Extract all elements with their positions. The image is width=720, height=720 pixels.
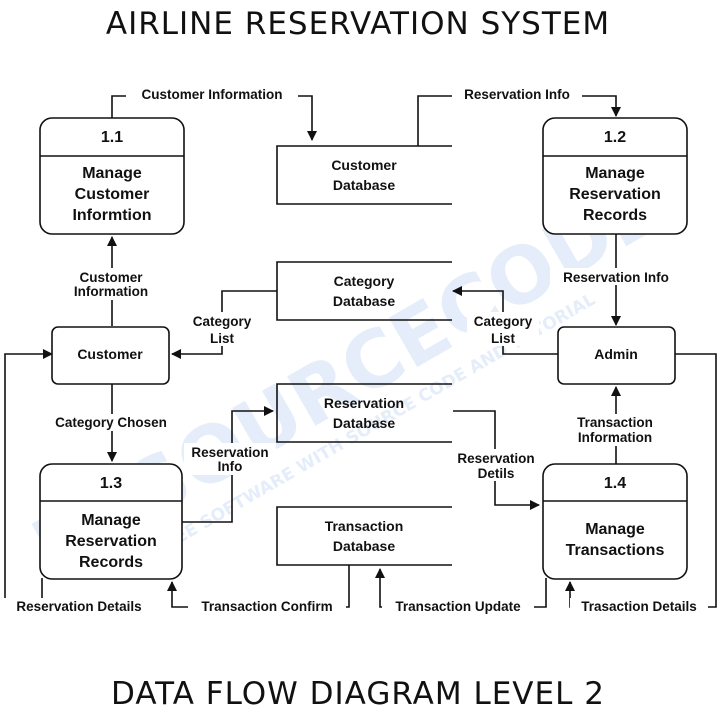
svg-text:Transaction: Transaction — [577, 415, 653, 430]
flow-label-customer-information-left: Customer Information — [64, 268, 160, 300]
svg-text:Category: Category — [474, 314, 533, 329]
data-store-label: Reservation — [324, 395, 404, 411]
entity-customer: Customer — [51, 326, 170, 385]
entity-label: Customer — [77, 346, 143, 362]
svg-text:Reservation: Reservation — [457, 451, 534, 466]
data-store-label: Database — [333, 415, 395, 431]
process-label: Transactions — [566, 542, 665, 559]
process-label: Reservation — [569, 186, 661, 203]
svg-text:Information: Information — [578, 430, 652, 445]
svg-text:Transaction Update: Transaction Update — [395, 599, 521, 614]
flow-label-transaction-update: Transaction Update — [382, 598, 534, 615]
data-store-label: Database — [333, 538, 395, 554]
svg-text:Trasaction Details: Trasaction Details — [581, 599, 697, 614]
data-store-label: Transaction — [325, 518, 404, 534]
process-label: Manage — [585, 521, 645, 538]
process-label: Records — [79, 554, 143, 571]
process-id: 1.3 — [100, 475, 122, 492]
flow-label-category-chosen: Category Chosen — [44, 414, 180, 431]
svg-text:Reservation Info: Reservation Info — [563, 270, 669, 285]
process-label: Manage — [82, 165, 142, 182]
entity-admin: Admin — [557, 326, 676, 385]
data-store-label: Customer — [331, 157, 397, 173]
svg-text:Customer Information: Customer Information — [141, 87, 282, 102]
process-1-1: 1.1 Manage Customer Informtion — [39, 117, 185, 235]
data-store-label: Category — [334, 273, 395, 289]
svg-text:Category: Category — [193, 314, 252, 329]
flow-label-transaction-confirm: Transaction Confirm — [188, 598, 346, 615]
flow-label-reservation-info-top: Reservation Info — [452, 86, 582, 103]
flow-label-reservation-info-middle: Reservation Info — [184, 443, 276, 475]
svg-text:Information: Information — [74, 284, 148, 299]
process-label: Manage — [585, 165, 645, 182]
flow-label-reservation-details: Reservation Details — [4, 598, 154, 615]
process-id: 1.2 — [604, 129, 626, 146]
data-store-customer-database: Customer Database — [276, 145, 452, 205]
svg-text:Customer: Customer — [79, 270, 143, 285]
flow-label-trasaction-details: Trasaction Details — [570, 598, 708, 615]
flow-label-customer-information-top: Customer Information — [126, 86, 298, 103]
diagram-title: AIRLINE RESERVATION SYSTEM — [106, 6, 610, 42]
svg-text:Reservation Info: Reservation Info — [464, 87, 570, 102]
process-1-2: 1.2 Manage Reservation Records — [542, 117, 688, 235]
process-label: Customer — [75, 186, 150, 203]
entity-label: Admin — [594, 346, 638, 362]
process-label: Reservation — [65, 533, 157, 550]
svg-text:List: List — [210, 331, 235, 346]
flow-label-transaction-information: Transaction Information — [566, 414, 666, 446]
process-label: Informtion — [72, 207, 151, 224]
data-store-transaction-database: Transaction Database — [276, 506, 452, 566]
diagram-subtitle: DATA FLOW DIAGRAM LEVEL 2 — [111, 676, 605, 712]
svg-text:Info: Info — [218, 459, 243, 474]
process-1-3: 1.3 Manage Reservation Records — [39, 463, 183, 580]
flow-label-reservation-detils: Reservation Detils — [450, 449, 542, 481]
svg-text:Reservation Details: Reservation Details — [16, 599, 141, 614]
svg-text:Category Chosen: Category Chosen — [55, 415, 167, 430]
process-id: 1.4 — [604, 475, 626, 492]
flow-label-reservation-info-right: Reservation Info — [550, 268, 682, 285]
data-store-label: Database — [333, 177, 395, 193]
process-1-4: 1.4 Manage Transactions — [542, 463, 688, 580]
process-label: Records — [583, 207, 647, 224]
process-id: 1.1 — [101, 129, 123, 146]
data-store-label: Database — [333, 293, 395, 309]
data-store-category-database: Category Database — [276, 261, 452, 321]
svg-text:Reservation: Reservation — [191, 445, 268, 460]
process-label: Manage — [81, 512, 141, 529]
flow-label-category-list-right: Category List — [467, 312, 539, 346]
svg-text:List: List — [491, 331, 516, 346]
svg-text:Detils: Detils — [478, 466, 515, 481]
flow-label-category-list-left: Category List — [186, 312, 258, 346]
svg-text:Transaction Confirm: Transaction Confirm — [201, 599, 332, 614]
data-store-reservation-database: Reservation Database — [276, 383, 452, 443]
